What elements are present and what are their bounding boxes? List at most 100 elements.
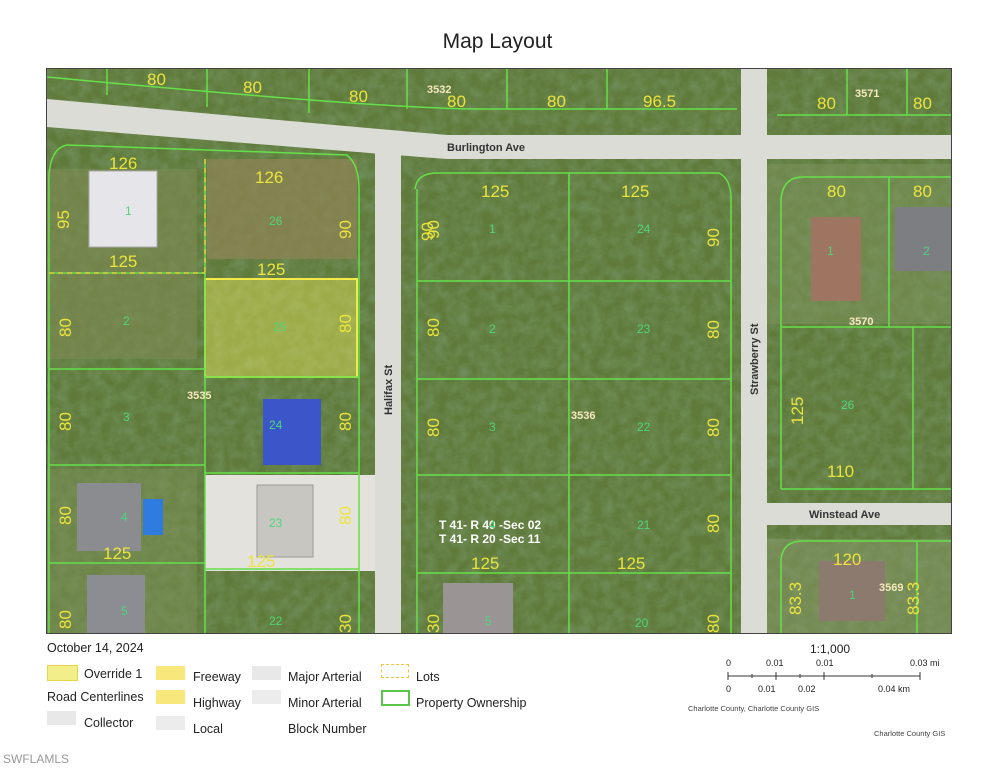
dimension-label: 90 bbox=[704, 228, 723, 247]
street-label-winstead: Winstead Ave bbox=[809, 509, 880, 521]
lot-number: 26 bbox=[269, 214, 283, 228]
lot-number: 1 bbox=[827, 244, 834, 258]
lot-number: 2 bbox=[123, 314, 130, 328]
dimension-label: 80 bbox=[349, 87, 368, 106]
scale-label: 0.01 bbox=[766, 658, 784, 668]
house-roof bbox=[88, 170, 158, 248]
scale-label: 0.04 km bbox=[878, 684, 911, 694]
dimension-label: 125 bbox=[247, 552, 275, 571]
dimension-label: 90 bbox=[424, 220, 443, 239]
lot-number: 1 bbox=[849, 588, 856, 602]
dimension-label: 125 bbox=[103, 544, 131, 563]
dimension-label: 83.3 bbox=[904, 582, 923, 615]
lot-number: 23 bbox=[269, 516, 283, 530]
scale-label: 0.01 bbox=[758, 684, 776, 694]
lot-number: 2 bbox=[923, 244, 930, 258]
subject-lot-highlight[interactable] bbox=[204, 278, 358, 378]
dimension-label: 80 bbox=[56, 318, 75, 337]
map-view[interactable]: Burlington Ave Halifax St Strawberry St … bbox=[46, 68, 952, 634]
dimension-label: 30 bbox=[424, 614, 443, 633]
dimension-label: 126 bbox=[255, 168, 283, 187]
lot-number: 3 bbox=[123, 410, 130, 424]
dimension-label: 126 bbox=[109, 154, 137, 173]
dimension-label: 80 bbox=[56, 412, 75, 431]
dimension-label: 83.3 bbox=[786, 582, 805, 615]
dimension-label: 110 bbox=[827, 462, 854, 481]
scale-label: 0.01 bbox=[816, 658, 834, 668]
block-number: 3532 bbox=[427, 84, 451, 96]
watermark: SWFLAMLS bbox=[3, 752, 70, 766]
dimension-label: 30 bbox=[336, 614, 355, 633]
dimension-label: 80 bbox=[243, 78, 262, 97]
legend-swatch-minor-arterial bbox=[252, 690, 281, 704]
legend-label-minor-arterial: Minor Arterial bbox=[288, 696, 362, 710]
dimension-label: 80 bbox=[704, 514, 723, 533]
house-roof bbox=[811, 217, 861, 301]
dimension-label: 80 bbox=[56, 506, 75, 525]
block-number: 3536 bbox=[571, 410, 595, 422]
legend-label-local: Local bbox=[193, 722, 223, 736]
street-label-burlington: Burlington Ave bbox=[447, 142, 525, 154]
lot-number: 24 bbox=[269, 418, 283, 432]
legend-label-highway: Highway bbox=[193, 696, 241, 710]
lot-number: 20 bbox=[635, 616, 649, 630]
legend-swatch-local bbox=[156, 716, 185, 730]
lot-number: 22 bbox=[269, 614, 283, 628]
lot-number: 23 bbox=[637, 322, 651, 336]
legend-label-lots: Lots bbox=[416, 670, 440, 684]
map-date: October 14, 2024 bbox=[47, 641, 144, 655]
lot-number: 1 bbox=[125, 204, 132, 218]
halifax-st-road bbox=[375, 135, 401, 633]
dimension-label: 80 bbox=[447, 92, 466, 111]
dimension-label: 120 bbox=[833, 550, 861, 569]
block-number: 3570 bbox=[849, 316, 873, 328]
dimension-label: 80 bbox=[547, 92, 566, 111]
dimension-label: 80 bbox=[424, 418, 443, 437]
dimension-label: 80 bbox=[336, 412, 355, 431]
dimension-label: 125 bbox=[617, 554, 645, 573]
legend-swatch-property-ownership bbox=[381, 690, 410, 706]
scale-label: 0.03 mi bbox=[910, 658, 940, 668]
house-roof bbox=[77, 483, 141, 551]
house-roof bbox=[263, 399, 321, 465]
dimension-label: 80 bbox=[827, 182, 846, 201]
lot-number: 25 bbox=[273, 320, 287, 334]
house-roof bbox=[87, 575, 145, 633]
dimension-label: 90 bbox=[336, 220, 355, 239]
block-number: 3571 bbox=[855, 88, 879, 100]
legend-label-freeway: Freeway bbox=[193, 670, 241, 684]
lot-dashed-lines bbox=[49, 159, 206, 274]
dimension-label: 80 bbox=[704, 418, 723, 437]
dimension-label: 90 bbox=[418, 222, 437, 241]
legend-swatch-lots bbox=[381, 664, 409, 678]
house-roof bbox=[443, 583, 513, 633]
legend-label-override: Override 1 bbox=[84, 667, 143, 681]
dimension-label: 96.5 bbox=[643, 92, 676, 111]
block-number: 3569 bbox=[879, 582, 903, 594]
dimension-label: 80 bbox=[817, 94, 836, 113]
dimension-label: 95 bbox=[54, 210, 73, 229]
scale-label: 0.02 bbox=[798, 684, 816, 694]
houses bbox=[77, 170, 951, 633]
section-label: T 41- R 40 -Sec 02 bbox=[439, 518, 541, 532]
legend-label-major-arterial: Major Arterial bbox=[288, 670, 362, 684]
house-roof bbox=[819, 561, 885, 621]
lot-number: 4 bbox=[489, 518, 496, 532]
dimension-label: 125 bbox=[481, 182, 509, 201]
dimension-label: 80 bbox=[336, 314, 355, 333]
dimension-label: 80 bbox=[424, 318, 443, 337]
scale-label: 0 bbox=[726, 658, 732, 668]
winstead-ave-road bbox=[767, 503, 951, 525]
section-label: T 41- R 20 -Sec 11 bbox=[439, 532, 541, 546]
dimension-label: 125 bbox=[621, 182, 649, 201]
parcel-lines bbox=[47, 69, 951, 633]
lot-number: 2 bbox=[489, 322, 496, 336]
street-label-strawberry: Strawberry St bbox=[749, 323, 761, 395]
legend-label-property-ownership: Property Ownership bbox=[416, 696, 527, 710]
lot-number: 5 bbox=[121, 604, 128, 618]
dimension-label: 125 bbox=[109, 252, 137, 271]
lot-number: 4 bbox=[121, 510, 128, 524]
lot-number: 26 bbox=[841, 398, 855, 412]
cleared-lot bbox=[207, 159, 357, 259]
lot-number: 1 bbox=[489, 222, 496, 236]
